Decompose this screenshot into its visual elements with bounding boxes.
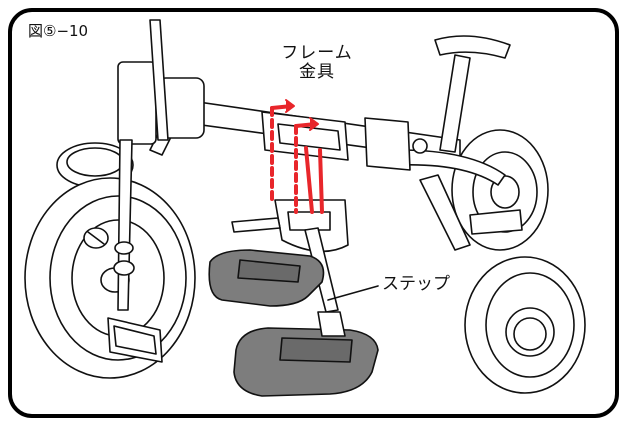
front-wheel [464,256,586,394]
frame-fitting-label-line2: 金具 [299,62,335,82]
frame-fitting-label-line1: フレーム [281,43,353,63]
frame-fitting-label: フレーム 金具 [262,44,372,82]
frame-fitting [261,111,428,171]
insertion-arrows [270,99,324,214]
step-label: ステップ [382,274,450,294]
left-seat-post [113,19,205,311]
step-leader-line [327,285,379,301]
figure-number: 図⑤−10 [28,22,89,40]
step-plates [208,249,379,397]
step-bracket [231,199,349,313]
left-pedal [107,317,163,363]
